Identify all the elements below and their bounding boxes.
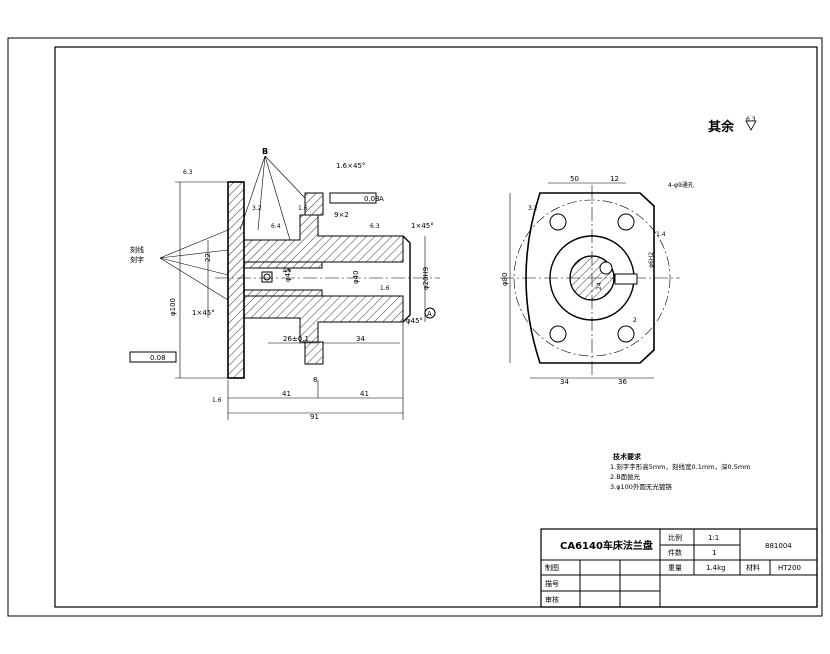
dim-41b: 41: [360, 390, 369, 398]
rough-hub: 6.4: [271, 223, 281, 230]
rough-outer: 6.3: [370, 223, 380, 230]
side-dim-34: 34: [560, 378, 569, 386]
title-block: [540, 528, 818, 608]
side-rough-14: 1.4: [656, 231, 666, 238]
general-roughness-note: 其余 6.3: [708, 116, 757, 135]
qty-value: 1: [712, 549, 716, 557]
outer-border: [7, 37, 823, 617]
drawing-number: 881004: [765, 542, 792, 550]
chamfer-right: 1×45°: [411, 222, 434, 230]
scale-value: 1:1: [708, 534, 719, 542]
datum-a-top: A: [379, 195, 384, 203]
side-dim-holes: 4-φ9通孔: [668, 181, 694, 189]
design-label: 描号: [545, 579, 559, 588]
tech-item-3: 3.φ100外圆无光镀铬: [610, 482, 672, 491]
dim-phi20: φ20H9: [422, 267, 430, 290]
flange-outline: [525, 192, 655, 364]
leader-kexian: 刻线: [130, 245, 144, 254]
material-label: 材料: [746, 563, 760, 572]
side-dim-36: 36: [618, 378, 627, 386]
dim-41a: 41: [282, 390, 291, 398]
side-dim-24: 24: [596, 282, 603, 290]
side-view-labels: 50 12 φ80 4-φ9通孔 34 36 φ6H2 24 3.2 2 1.4: [501, 175, 694, 386]
front-view-labels: 91 41 41 8 B 1.6×45° 1×45° 1×45° 0.03 0.…: [130, 147, 434, 421]
note-text: 其余: [708, 119, 735, 135]
rough-center: 1.6: [282, 267, 292, 274]
chamfer-top: 1.6×45°: [336, 162, 365, 170]
side-dim-50: 50: [570, 175, 579, 183]
tech-item-2: 2.B面拋光: [610, 472, 641, 481]
technical-requirements: 技术要求 1.刻字字形高5mm，刻线宽0.1mm，深0.5mm 2.B面拋光 3…: [610, 452, 751, 491]
dim-8: 8: [313, 376, 317, 384]
flange-body: [227, 181, 245, 379]
weight-value: 1.4kg: [706, 564, 726, 572]
side-dim-2: 2: [633, 317, 637, 324]
chamfer-left: 1×45°: [192, 309, 215, 317]
qty-label: 件数: [668, 548, 682, 557]
rough-face: 3.2: [252, 205, 262, 212]
front-section-view: [129, 155, 440, 420]
rough-bore: 1.6: [380, 285, 390, 292]
inner-border: [54, 46, 818, 608]
dim-91: 91: [310, 413, 319, 421]
label-b: B: [262, 147, 268, 156]
side-dim-12: 12: [610, 175, 619, 183]
scale-label: 比例: [668, 533, 682, 542]
dim-26: 26±0.1: [283, 335, 309, 343]
title-block-text: CA6140车床法兰盘 比例 1:1 件数 1 881004 重量 1.4kg …: [545, 533, 801, 604]
dim-22: 22: [204, 253, 212, 262]
rough-groove: 1.6: [298, 205, 308, 212]
dim-phi45: φ45: [284, 268, 292, 282]
runout-left: 0.08: [150, 354, 166, 362]
leader-kezi: 刻字: [130, 255, 144, 264]
dim-phi100: φ100: [169, 298, 177, 316]
rough-top-left: 6.3: [183, 169, 193, 176]
tech-item-1: 1.刻字字形高5mm，刻线宽0.1mm，深0.5mm: [610, 462, 751, 471]
check-label: 审核: [545, 595, 559, 604]
side-view: [500, 182, 680, 379]
dim-phi40: φ40: [352, 270, 360, 284]
dim-34: 34: [356, 335, 365, 343]
drawn-label: 制图: [545, 563, 559, 572]
datum-a-circle: A: [427, 310, 432, 318]
note-roughness: 6.3: [746, 116, 756, 123]
tech-title: 技术要求: [613, 452, 642, 461]
hub-lower: [243, 289, 404, 343]
side-dim-phi6: φ6H2: [648, 252, 655, 268]
runout-top: 0.03: [364, 195, 380, 203]
weight-label: 重量: [668, 564, 682, 572]
side-dim-phi80: φ80: [501, 272, 509, 286]
rough-bottom: 1.6: [212, 397, 222, 404]
material-value: HT200: [778, 564, 801, 572]
dim-9x2: 9×2: [334, 211, 349, 219]
side-rough-32: 3.2: [528, 205, 538, 212]
roughness-symbol-icon: [745, 120, 757, 131]
part-name: CA6140车床法兰盘: [560, 539, 653, 552]
dim-phi45deg: φ45°: [406, 317, 423, 325]
